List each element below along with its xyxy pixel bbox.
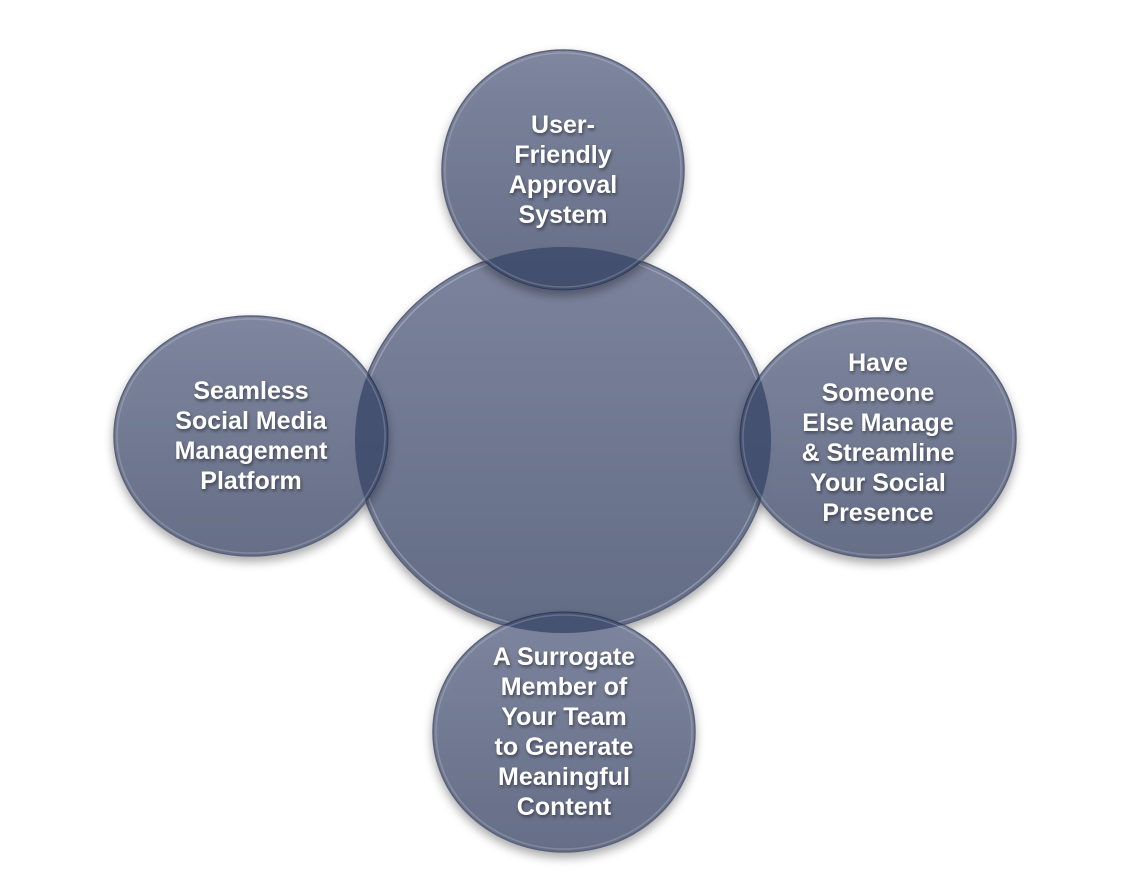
node-bottom-rim bbox=[435, 614, 693, 850]
node-bottom-circle bbox=[432, 611, 696, 853]
overlap-top bbox=[441, 247, 685, 291]
node-top-rim bbox=[444, 52, 682, 288]
node-right-rim bbox=[742, 320, 1014, 556]
node-right-circle bbox=[739, 317, 1017, 559]
overlap-bottom bbox=[432, 611, 696, 633]
node-left-rim bbox=[116, 318, 386, 554]
center-circle bbox=[354, 246, 772, 634]
node-bottom bbox=[432, 611, 696, 853]
overlap-left bbox=[355, 315, 389, 557]
node-left bbox=[113, 315, 389, 557]
node-left-circle bbox=[113, 315, 389, 557]
node-right bbox=[739, 317, 1017, 559]
overlap-right bbox=[739, 317, 771, 559]
